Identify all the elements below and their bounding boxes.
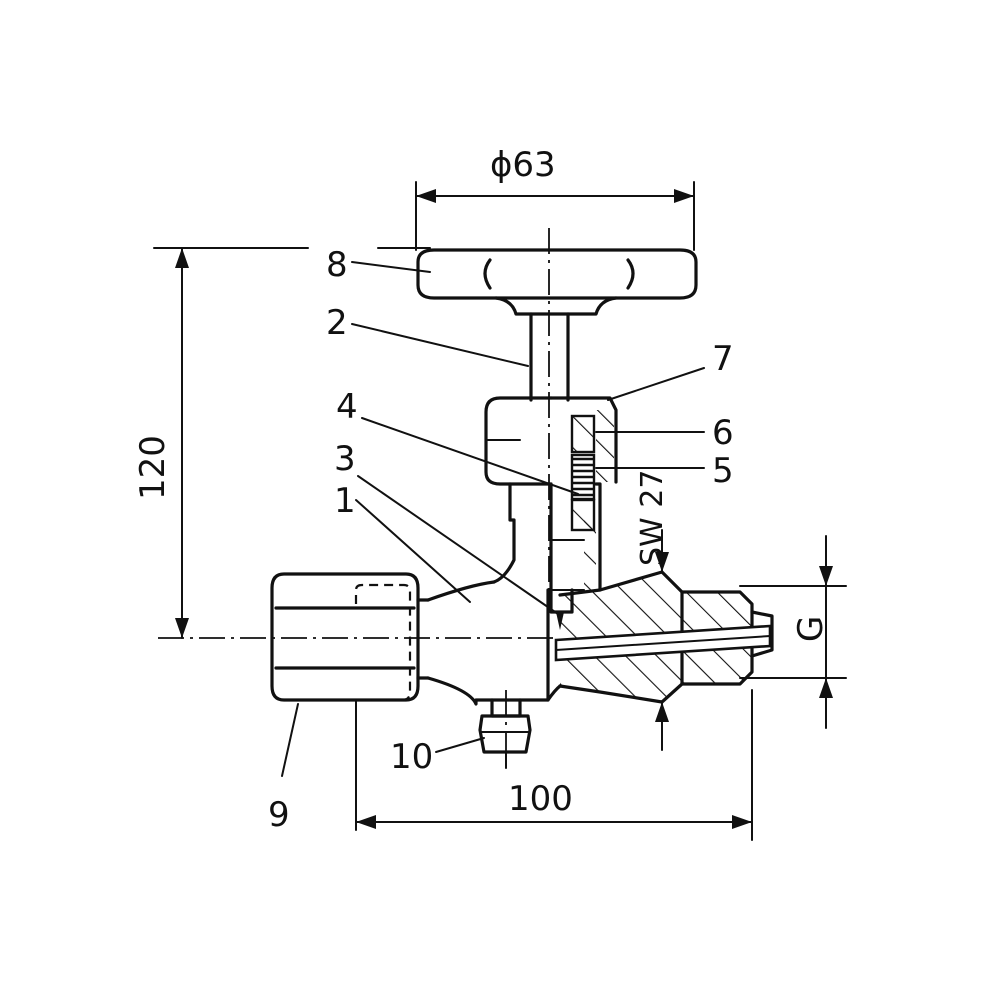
spindle [529,312,570,402]
thread-label: G [791,616,831,642]
part-label-2: 2 [326,303,348,343]
height-label: 120 [133,435,173,500]
leader-lines [281,261,705,777]
dimension-lines [153,181,847,841]
handwheel [416,248,698,316]
part-label-1: 1 [334,481,356,521]
gland-nut [484,396,618,486]
part-label-10: 10 [390,737,433,777]
vent-plug [478,698,532,769]
part-label-3: 3 [334,439,356,479]
part-label-6: 6 [712,413,734,453]
packing [570,414,596,532]
center-lines [158,228,556,770]
part-label-9: 9 [268,795,290,835]
part-label-7: 7 [712,339,734,379]
part-label-4: 4 [336,387,358,427]
valve-body [426,570,774,706]
wrench-size-label: SW 27 [635,470,670,566]
union-nut [270,572,430,702]
bonnet [492,482,602,592]
diameter-label: ϕ63 [490,145,556,185]
part-label-8: 8 [326,245,348,285]
part-label-5: 5 [712,451,734,491]
length-label: 100 [508,779,573,819]
